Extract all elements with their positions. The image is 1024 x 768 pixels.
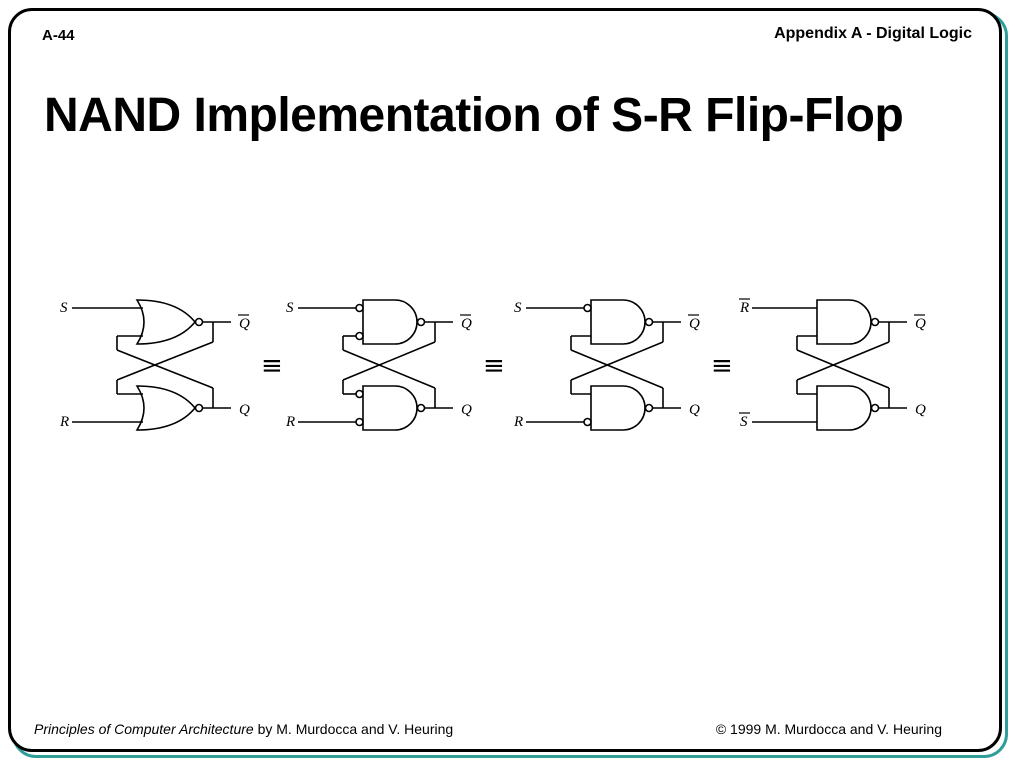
output-label-bottom: Q [461, 402, 472, 418]
equivalence-symbol: ≡ [711, 351, 733, 381]
footer-book-credit: Principles of Computer Architecture by M… [34, 721, 453, 737]
input-label-bottom: R [285, 414, 295, 430]
page-title: NAND Implementation of S-R Flip-Flop [44, 89, 904, 142]
inversion-bubble [416, 403, 426, 413]
output-label-top: Q [689, 316, 700, 332]
input-label-top: R [739, 300, 749, 316]
inversion-bubble [583, 303, 592, 313]
book-title: Principles of Computer Architecture [34, 721, 254, 737]
flip-flop-circuit [526, 299, 681, 431]
cross-wire [116, 349, 214, 389]
and-gate [590, 299, 646, 345]
inversion-bubble [870, 317, 880, 327]
inversion-bubble [355, 389, 364, 399]
inversion-bubble [644, 317, 654, 327]
footer-copyright: © 1999 M. Murdocca and V. Heuring [715, 721, 942, 737]
inversion-bubble [644, 403, 654, 413]
or-gate [135, 299, 197, 345]
inversion-bubble [870, 403, 880, 413]
cross-wire [570, 349, 664, 389]
page-number: A-44 [42, 27, 75, 44]
output-label-bottom: Q [915, 402, 926, 418]
output-label-bottom: Q [239, 402, 250, 418]
input-label-bottom: S [740, 414, 748, 430]
cross-wire [342, 349, 436, 389]
input-label-bottom: R [513, 414, 523, 430]
output-label-top: Q [915, 316, 926, 332]
output-label-bottom: Q [689, 402, 700, 418]
output-label-top: Q [461, 316, 472, 332]
equivalence-symbol: ≡ [483, 351, 505, 381]
or-gate [135, 385, 197, 431]
and-gate [590, 385, 646, 431]
inversion-bubble [583, 417, 592, 427]
inversion-bubble [194, 317, 204, 327]
inversion-bubble [355, 417, 364, 427]
book-authors: by M. Murdocca and V. Heuring [253, 721, 454, 737]
inversion-bubble [416, 317, 426, 327]
and-gate [362, 385, 418, 431]
inversion-bubble [194, 403, 204, 413]
inversion-bubble [355, 303, 364, 313]
flip-flop-circuit [72, 299, 231, 431]
input-label-bottom: R [59, 414, 69, 430]
inversion-bubble [355, 331, 364, 341]
and-gate [816, 385, 872, 431]
flip-flop-circuit [298, 299, 453, 431]
and-gate [816, 299, 872, 345]
input-label-top: S [60, 300, 68, 316]
cross-wire [796, 341, 890, 381]
slide-border [8, 8, 1002, 752]
flip-flop-circuit [752, 299, 907, 431]
and-gate [362, 299, 418, 345]
section-header: Appendix A - Digital Logic [774, 25, 972, 42]
equivalence-symbol: ≡ [261, 351, 283, 381]
cross-wire [116, 341, 214, 381]
cross-wire [796, 349, 890, 389]
cross-wire [342, 341, 436, 381]
cross-wire [570, 341, 664, 381]
output-label-top: Q [239, 316, 250, 332]
input-label-top: S [514, 300, 522, 316]
input-label-top: S [286, 300, 294, 316]
